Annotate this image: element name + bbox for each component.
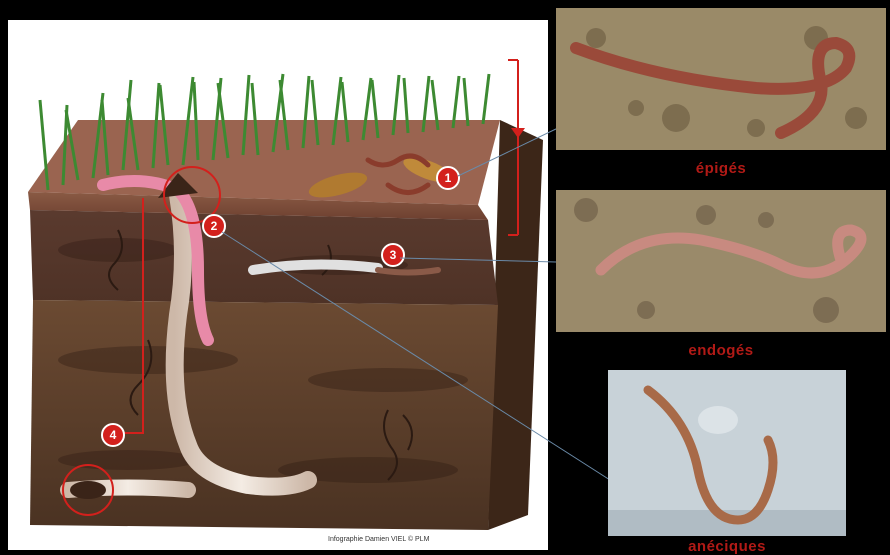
caption-epiges: épigés: [556, 160, 886, 177]
caption-endoges: endogés: [556, 342, 886, 359]
earthworm-photo: [608, 370, 846, 536]
photo-epiges: [556, 8, 886, 150]
earthworm-photo: [556, 190, 886, 332]
photo-endoges: [556, 190, 886, 332]
caption-aneciques: anéciques: [608, 538, 846, 555]
earthworm-photo: [556, 8, 886, 150]
photo-aneciques: [608, 370, 846, 536]
